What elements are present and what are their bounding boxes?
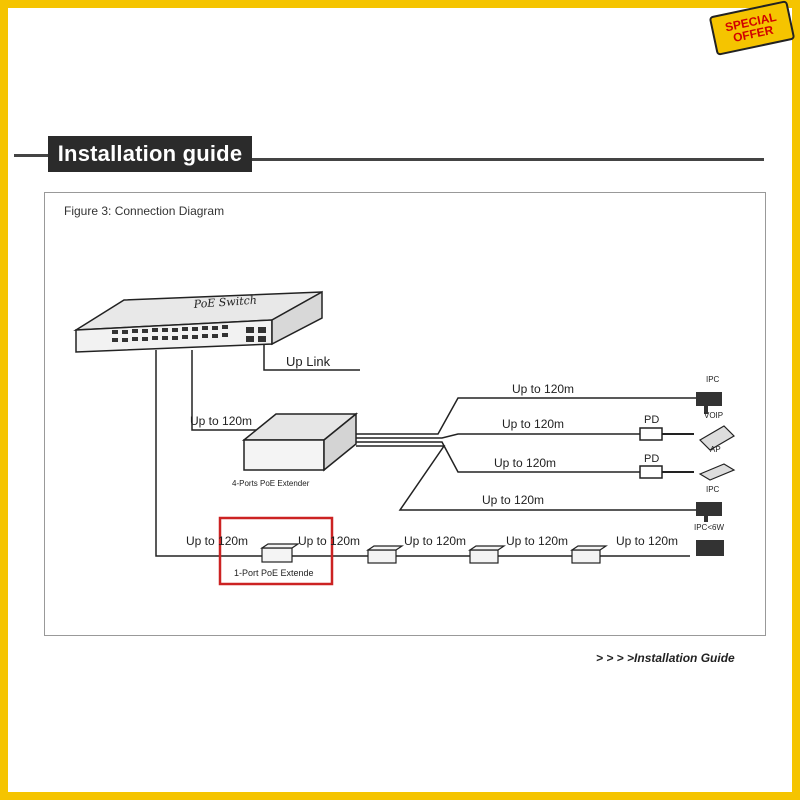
- ip-camera-icon: [696, 392, 722, 414]
- switch-label: PoE Switch: [192, 294, 257, 311]
- device-label-4: IPC: [706, 485, 720, 494]
- cable-chain: [155, 350, 690, 557]
- distance-label: Up to 120m: [298, 534, 360, 548]
- figure-caption: Figure 3: Connection Diagram: [64, 204, 225, 218]
- device-label-1: IPC: [706, 375, 720, 384]
- highlight-box: [218, 516, 334, 586]
- header-rule-right: [252, 158, 764, 161]
- cable-switch-to-4port: [191, 350, 270, 431]
- header-rule-left: [14, 154, 48, 157]
- four-port-extender-icon: [241, 412, 359, 472]
- distance-label: Up to 120m: [186, 534, 248, 548]
- ip-camera-icon: [696, 502, 722, 522]
- pd-adapter-icon: [639, 465, 694, 479]
- access-point-icon: [698, 463, 736, 481]
- one-port-extender-icon: [366, 545, 404, 564]
- uplink-label: Up Link: [286, 354, 331, 369]
- pd-label-2: PD: [644, 453, 659, 465]
- one-port-extender-icon: [468, 545, 506, 564]
- device-label-3: AP: [710, 445, 721, 454]
- uplink-cable: [263, 344, 360, 371]
- distance-label: Up to 120m: [494, 456, 556, 470]
- distance-label: Up to 120m: [616, 534, 678, 548]
- one-port-extender-label: 1-Port PoE Extende: [234, 568, 314, 578]
- figure-box: [44, 192, 766, 636]
- distance-label: Up to 120m: [482, 493, 544, 507]
- pd-label-1: PD: [644, 414, 659, 426]
- footer-caption: > > > >Installation Guide: [596, 651, 735, 665]
- pd-adapter-icon: [639, 427, 694, 441]
- distance-label: Up to 120m: [512, 382, 574, 396]
- poe-switch-icon: [73, 290, 323, 353]
- four-port-extender-label: 4-Ports PoE Extender: [232, 479, 310, 488]
- one-port-extender-icon: [570, 545, 608, 564]
- section-title: Installation guide: [48, 136, 252, 172]
- distance-label: Up to 120m: [506, 534, 568, 548]
- distance-label: Up to 120m: [502, 417, 564, 431]
- distance-label: Up to 120m: [190, 414, 252, 428]
- voip-phone-icon: [699, 425, 735, 451]
- distance-label: Up to 120m: [404, 534, 466, 548]
- one-port-extender-icon: [260, 543, 300, 563]
- device-label-2: VOIP: [704, 411, 723, 420]
- ip-camera-icon: [696, 540, 724, 556]
- footer-text: > > > >Installation Guide: [596, 651, 735, 665]
- device-label-5: IPC<6W: [694, 523, 724, 532]
- output-cables: [356, 397, 696, 511]
